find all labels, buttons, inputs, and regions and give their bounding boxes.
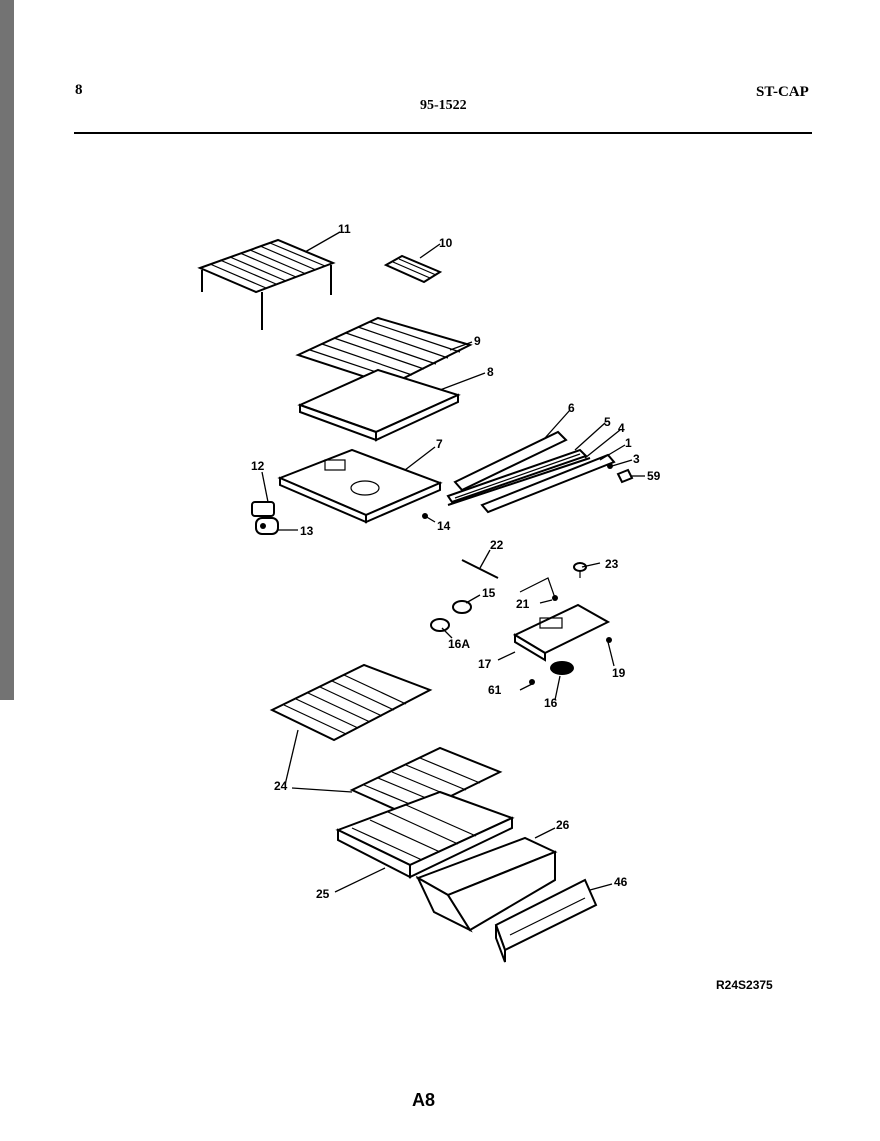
shelf-frame-part-7 [277,448,443,524]
rail-part-6 [453,430,568,492]
shelf-part-24-upper [269,663,433,742]
damper-part-13 [255,517,279,535]
callout-16: 16 [544,696,558,710]
crisper-front-part-46 [494,878,598,963]
drawing-id: R24S2375 [716,978,773,992]
callout-14: 14 [437,519,451,533]
callout-17: 17 [478,657,492,671]
dial-part-16 [550,661,574,675]
rail-part-5 [446,448,588,504]
shelf-grille-part-9 [295,316,473,387]
wire-part-21 [519,577,558,601]
callout-24: 24 [274,779,288,793]
shelf-part-24-lower [349,746,503,818]
screw-part-3 [607,463,613,469]
callout-23: 23 [605,557,619,571]
callout-61: 61 [488,683,502,697]
callout-5: 5 [604,415,611,429]
lamp-socket-part-16A [430,618,450,632]
control-housing-part-17 [512,603,611,662]
screw-part-61 [529,679,535,685]
callout-8: 8 [487,365,494,379]
crisper-cover-part-25 [335,790,515,879]
callout-3: 3 [633,452,640,466]
rail-part-4 [447,457,591,506]
knob-part-23 [573,562,587,578]
callout-7: 7 [436,437,443,451]
page-label: A8 [412,1090,436,1110]
tray-part-8 [297,368,461,442]
callout-46: 46 [614,875,628,889]
callout-16A: 16A [448,637,470,651]
lamp-bulb-part-15 [452,600,472,614]
callout-59: 59 [647,469,661,483]
callout-1: 1 [625,436,632,450]
callout-6: 6 [568,401,575,415]
scan-edge-artifact [0,0,14,700]
rail-part-1 [480,453,616,514]
callout-22: 22 [490,538,504,552]
page-number: 8 [75,82,83,98]
crisper-pan-part-26 [415,836,558,933]
small-grille-part-10 [383,254,443,284]
model-code: 95-1522 [420,98,467,113]
callout-11: 11 [338,222,351,236]
wire-shelf-part-11 [197,238,336,330]
callout-19: 19 [612,666,626,680]
leader-lines [261,231,645,893]
callout-9: 9 [474,334,481,348]
damper-part-12 [251,501,275,517]
callout-21: 21 [516,597,530,611]
callout-12: 12 [251,459,265,473]
callout-4: 4 [618,421,625,435]
callout-13: 13 [300,524,314,538]
callout-15: 15 [482,586,496,600]
clip-part-59 [616,468,634,484]
bar-part-22 [461,559,499,579]
section-code: ST-CAP [756,84,809,100]
callout-25: 25 [316,887,330,901]
screw-part-19 [606,637,612,643]
callout-10: 10 [439,236,453,250]
callout-26: 26 [556,818,570,832]
